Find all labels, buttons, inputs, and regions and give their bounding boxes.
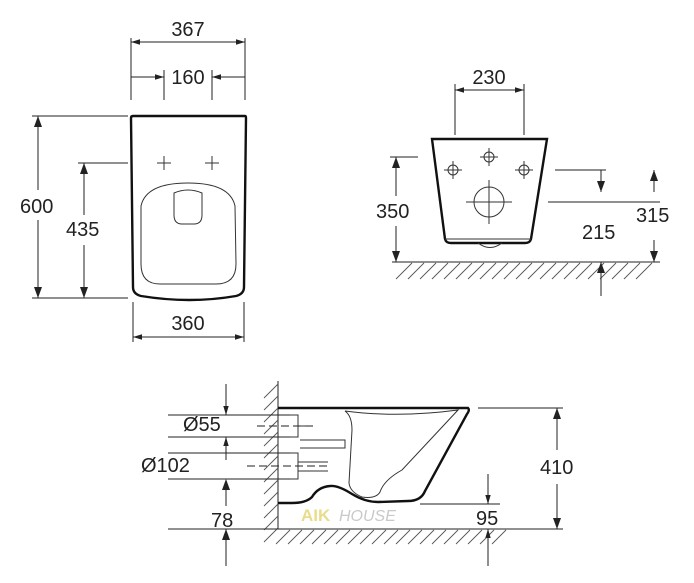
dim-front-hole-height: 215 [582,222,615,244]
side-view: Ø55 Ø102 78 410 95 AIK HOUSE [141,381,573,566]
watermark-name: HOUSE [339,508,396,525]
dim-front-bowl-height: 350 [376,201,409,223]
top-view-seat-opening [173,189,203,225]
top-view-mounting-holes [157,156,219,170]
dim-top-base-width: 360 [171,313,204,335]
dim-front-holes-spacing: 230 [472,67,505,89]
dim-side-inlet-diameter: Ø55 [183,414,221,436]
side-view-bowl-inner [344,409,460,498]
dim-side-outlet-height: 78 [211,510,233,532]
dim-top-holes-to-front: 435 [66,219,99,241]
dim-side-total-height: 410 [540,457,573,479]
dim-top-overall-length: 600 [20,196,53,218]
front-view-outlet-bulge [477,242,503,248]
watermark-logo: AIK HOUSE [301,506,396,525]
front-view: 230 350 215 315 [376,67,669,296]
dim-top-overall-width: 367 [171,19,204,41]
dim-side-rear-gap: 95 [476,508,498,530]
watermark-brand: AIK [301,506,331,525]
dim-front-mount-height: 315 [636,205,669,227]
dim-top-holes-spacing: 160 [171,67,204,89]
top-view-bowl-outline [129,114,248,302]
top-view: 367 160 600 435 360 [20,19,248,342]
side-view-bowl-outline [278,406,470,505]
front-view-outline [430,137,549,245]
dim-side-outlet-diameter: Ø102 [141,455,190,477]
top-view-seat-outline [140,182,237,285]
front-view-mounting-holes [444,148,533,224]
